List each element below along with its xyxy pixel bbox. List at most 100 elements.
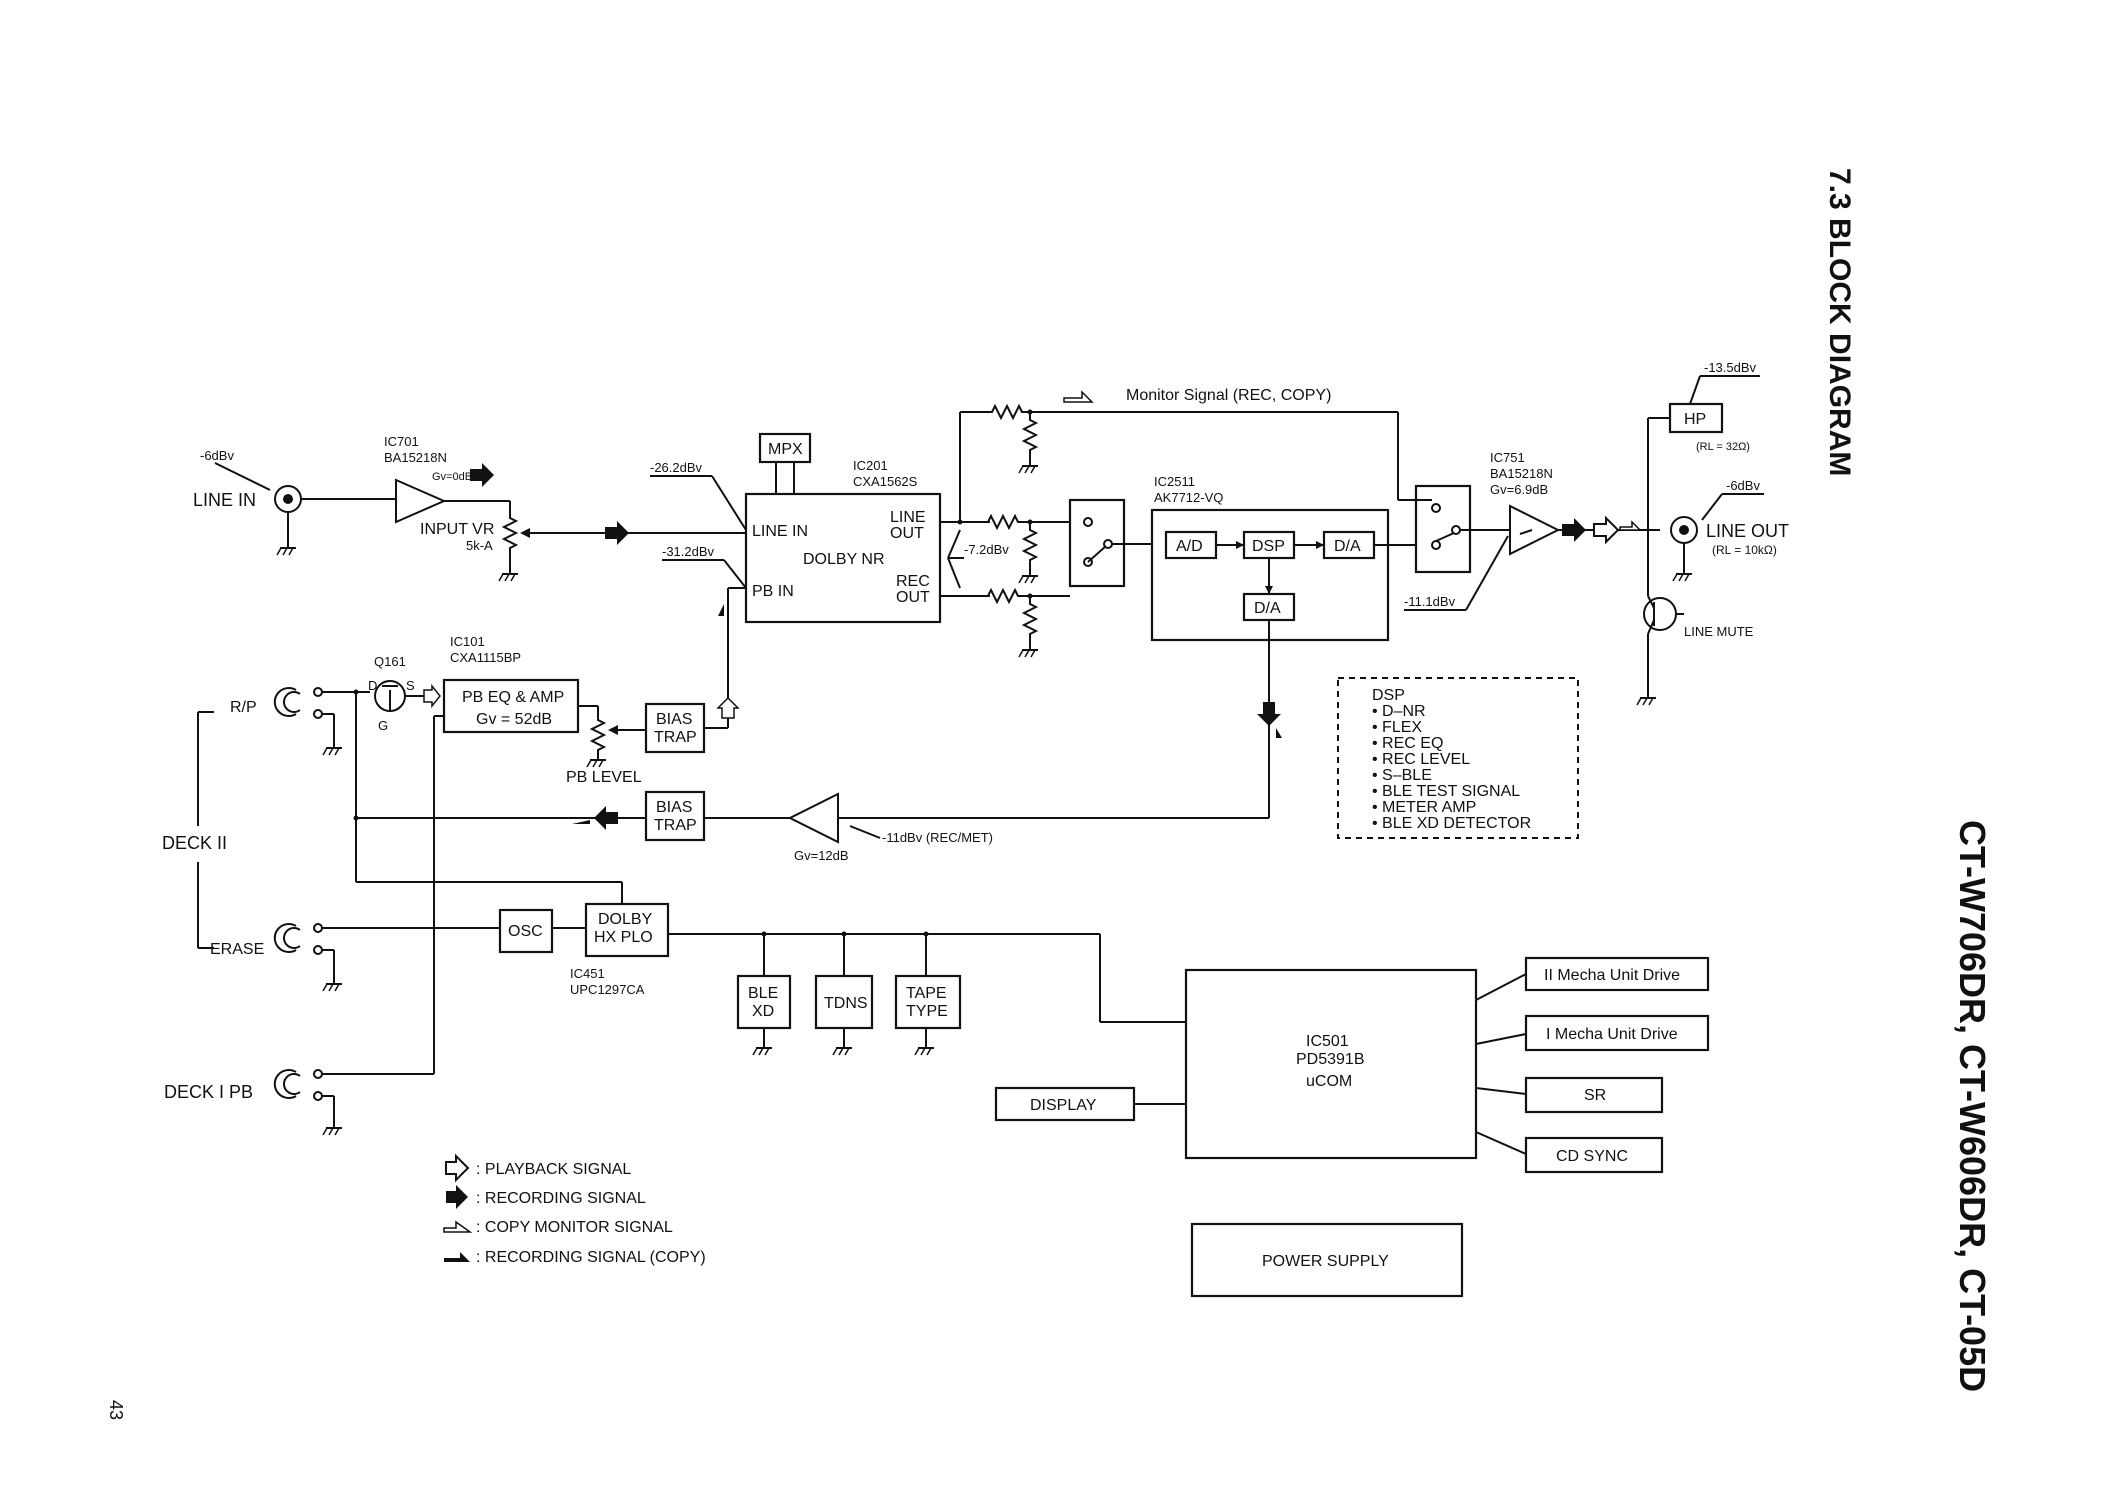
input-vr-label: INPUT VR bbox=[420, 521, 494, 538]
ic201-name: IC201 bbox=[853, 458, 888, 473]
ic201-rec-out-1: REC bbox=[896, 573, 930, 590]
ic201-line-in: LINE IN bbox=[752, 523, 808, 540]
copy-monitor-icon bbox=[443, 1220, 473, 1233]
q161-g: G bbox=[378, 718, 388, 733]
bias-trap-1-line2: TRAP bbox=[654, 729, 697, 746]
ic201-line-out-2: OUT bbox=[890, 525, 924, 542]
mecha1-label: I Mecha Unit Drive bbox=[1546, 1026, 1678, 1043]
dolby-hx-line1: DOLBY bbox=[598, 911, 653, 928]
playback-arrow-icon bbox=[445, 1153, 470, 1183]
ic2511-ad: A/D bbox=[1176, 538, 1203, 555]
dolby-hx-line2: HX PLO bbox=[594, 929, 653, 946]
display-label: DISPLAY bbox=[1030, 1097, 1097, 1114]
ic751-gain: Gv=6.9dB bbox=[1490, 482, 1548, 497]
legend-copy-monitor: : COPY MONITOR SIGNAL bbox=[476, 1219, 673, 1236]
line-in-level: -6dBv bbox=[200, 448, 234, 463]
level-out: -11.1dBv bbox=[1404, 594, 1456, 609]
ic2511-name: IC2511 bbox=[1154, 474, 1195, 489]
dsp-item: • METER AMP bbox=[1372, 799, 1476, 816]
mpx-box bbox=[758, 432, 812, 464]
ic701-part: BA15218N bbox=[384, 450, 447, 465]
dsp-item: • S–BLE bbox=[1372, 767, 1432, 784]
ic201-pb-in: PB IN bbox=[752, 583, 794, 600]
osc-box bbox=[498, 908, 554, 954]
dsp-item: • FLEX bbox=[1372, 719, 1422, 736]
level-line-in: -26.2dBv bbox=[650, 460, 703, 475]
bias-trap-2-box bbox=[644, 790, 706, 842]
tdns-label: TDNS bbox=[824, 995, 868, 1012]
dsp-functions-box bbox=[1337, 677, 1579, 839]
mpx-label: MPX bbox=[768, 441, 803, 458]
ble-xd-box bbox=[736, 974, 792, 1030]
dsp-item: • REC EQ bbox=[1372, 735, 1443, 752]
tape-type-line1: TAPE bbox=[906, 985, 947, 1002]
tape-type-box bbox=[894, 974, 962, 1030]
ic751-name: IC751 bbox=[1490, 450, 1525, 465]
line-mute-transistor-icon bbox=[1643, 597, 1677, 631]
cd-sync-label: CD SYNC bbox=[1556, 1148, 1628, 1165]
dsp-item: • D–NR bbox=[1372, 703, 1426, 720]
pb-level-label: PB LEVEL bbox=[566, 769, 642, 786]
deck2-label: DECK II bbox=[162, 833, 227, 853]
rec-amp-level: -11dBv (REC/MET) bbox=[882, 830, 993, 845]
line-out-jack-icon bbox=[1670, 516, 1698, 544]
da1-box bbox=[1322, 530, 1376, 560]
ic2511-da1: D/A bbox=[1334, 538, 1361, 555]
deck2-rp-head-icon bbox=[273, 687, 301, 717]
tdns-box bbox=[814, 974, 874, 1030]
deck1-head-icon bbox=[273, 1069, 301, 1099]
dsp-title: DSP bbox=[1372, 687, 1405, 704]
ic751-part: BA15218N bbox=[1490, 466, 1553, 481]
hp-level: -13.5dBv bbox=[1704, 360, 1757, 375]
ble-xd-line1: BLE bbox=[748, 985, 778, 1002]
ic101-part: CXA1115BP bbox=[450, 650, 521, 665]
ic701-name: IC701 bbox=[384, 434, 419, 449]
q161-name: Q161 bbox=[374, 654, 406, 669]
mecha2-label: II Mecha Unit Drive bbox=[1544, 967, 1680, 984]
line-out-level: -6dBv bbox=[1726, 478, 1760, 493]
ic101-line1: PB EQ & AMP bbox=[462, 689, 564, 706]
ic201-box bbox=[744, 492, 942, 624]
ic101-name: IC101 bbox=[450, 634, 485, 649]
deck2-rp: R/P bbox=[230, 699, 257, 716]
dolby-hx-box bbox=[584, 902, 670, 958]
bias-trap-2-line1: BIAS bbox=[656, 799, 692, 816]
power-supply-label: POWER SUPPLY bbox=[1262, 1253, 1389, 1270]
rec-amp-icon bbox=[787, 792, 839, 844]
ic201-part: CXA1562S bbox=[853, 474, 918, 489]
dsp-block bbox=[1242, 530, 1296, 560]
diagram-title: 7.3 BLOCK DIAGRAM bbox=[1823, 168, 1856, 476]
ic201-rec-out-2: OUT bbox=[896, 589, 930, 606]
legend-playback: : PLAYBACK SIGNAL bbox=[476, 1161, 631, 1178]
line-mute-label: LINE MUTE bbox=[1684, 624, 1754, 639]
ic2511-da2: D/A bbox=[1254, 600, 1281, 617]
hp-rl: (RL = 32Ω) bbox=[1696, 441, 1750, 453]
osc-label: OSC bbox=[508, 923, 543, 940]
deck2-erase: ERASE bbox=[210, 941, 264, 958]
dsp-item: • REC LEVEL bbox=[1372, 751, 1470, 768]
ic2511-part: AK7712-VQ bbox=[1154, 490, 1223, 505]
ic2511-dsp: DSP bbox=[1252, 538, 1285, 555]
display-box bbox=[994, 1086, 1136, 1122]
recording-arrow-icon bbox=[446, 1185, 468, 1209]
deck1-label: DECK I PB bbox=[164, 1082, 253, 1102]
level-pb-in: -31.2dBv bbox=[662, 544, 715, 559]
q161-d: D bbox=[368, 678, 377, 693]
level-mid: -7.2dBv bbox=[964, 542, 1009, 557]
power-supply-box bbox=[1190, 1222, 1464, 1298]
hp-label: HP bbox=[1684, 411, 1706, 428]
mecha1-box bbox=[1524, 1014, 1710, 1052]
ic701-gain: Gv=0dB bbox=[432, 471, 472, 483]
ic201-line-out-1: LINE bbox=[890, 509, 926, 526]
bias-trap-2-line2: TRAP bbox=[654, 817, 697, 834]
legend-recording: : RECORDING SIGNAL bbox=[476, 1190, 646, 1207]
input-vr-value: 5k-A bbox=[466, 538, 493, 553]
ic101-line2: Gv = 52dB bbox=[476, 711, 552, 728]
model-names: CT-W706DR, CT-W606DR, CT-05D bbox=[1952, 820, 1993, 1392]
legend-recording-copy: : RECORDING SIGNAL (COPY) bbox=[476, 1249, 706, 1266]
deck2-erase-head-icon bbox=[273, 923, 301, 953]
copy-monitor-arrow-icon bbox=[1063, 390, 1094, 403]
bias-trap-1-line1: BIAS bbox=[656, 711, 692, 728]
q161-s: S bbox=[406, 678, 415, 693]
